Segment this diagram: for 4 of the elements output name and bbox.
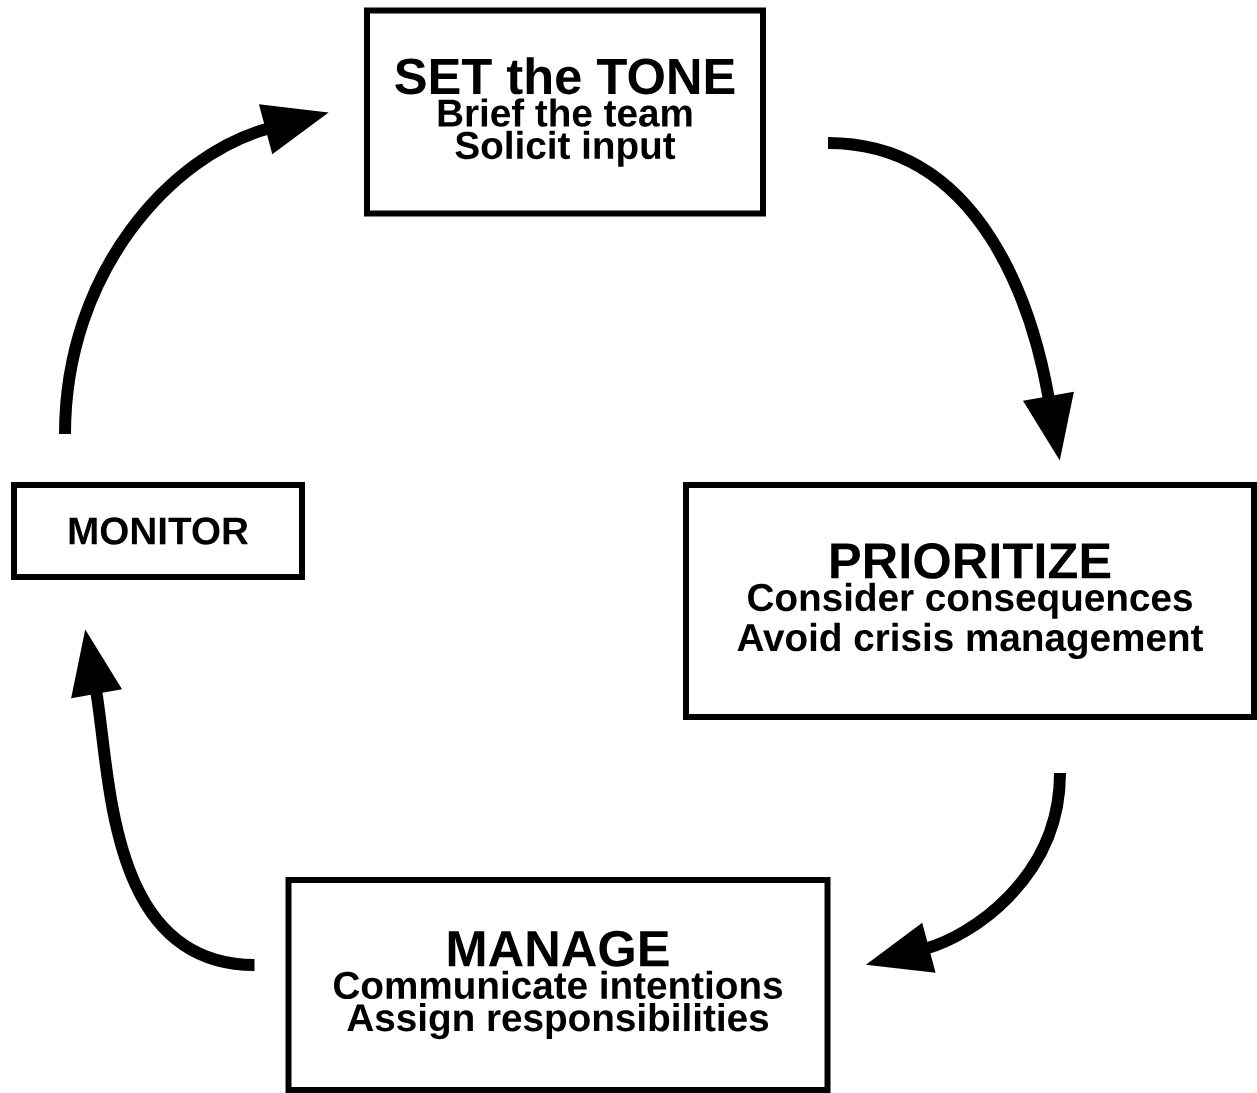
process-box: PRIORITIZE Consider consequences Avoid crisis management — [683, 482, 1257, 720]
process-box: MANAGE Communicate intentions Assign responsibilities — [285, 877, 831, 1093]
process-box: SET the TONE Brief the team Solicit input — [364, 7, 766, 217]
process-box: MONITOR — [11, 482, 305, 580]
